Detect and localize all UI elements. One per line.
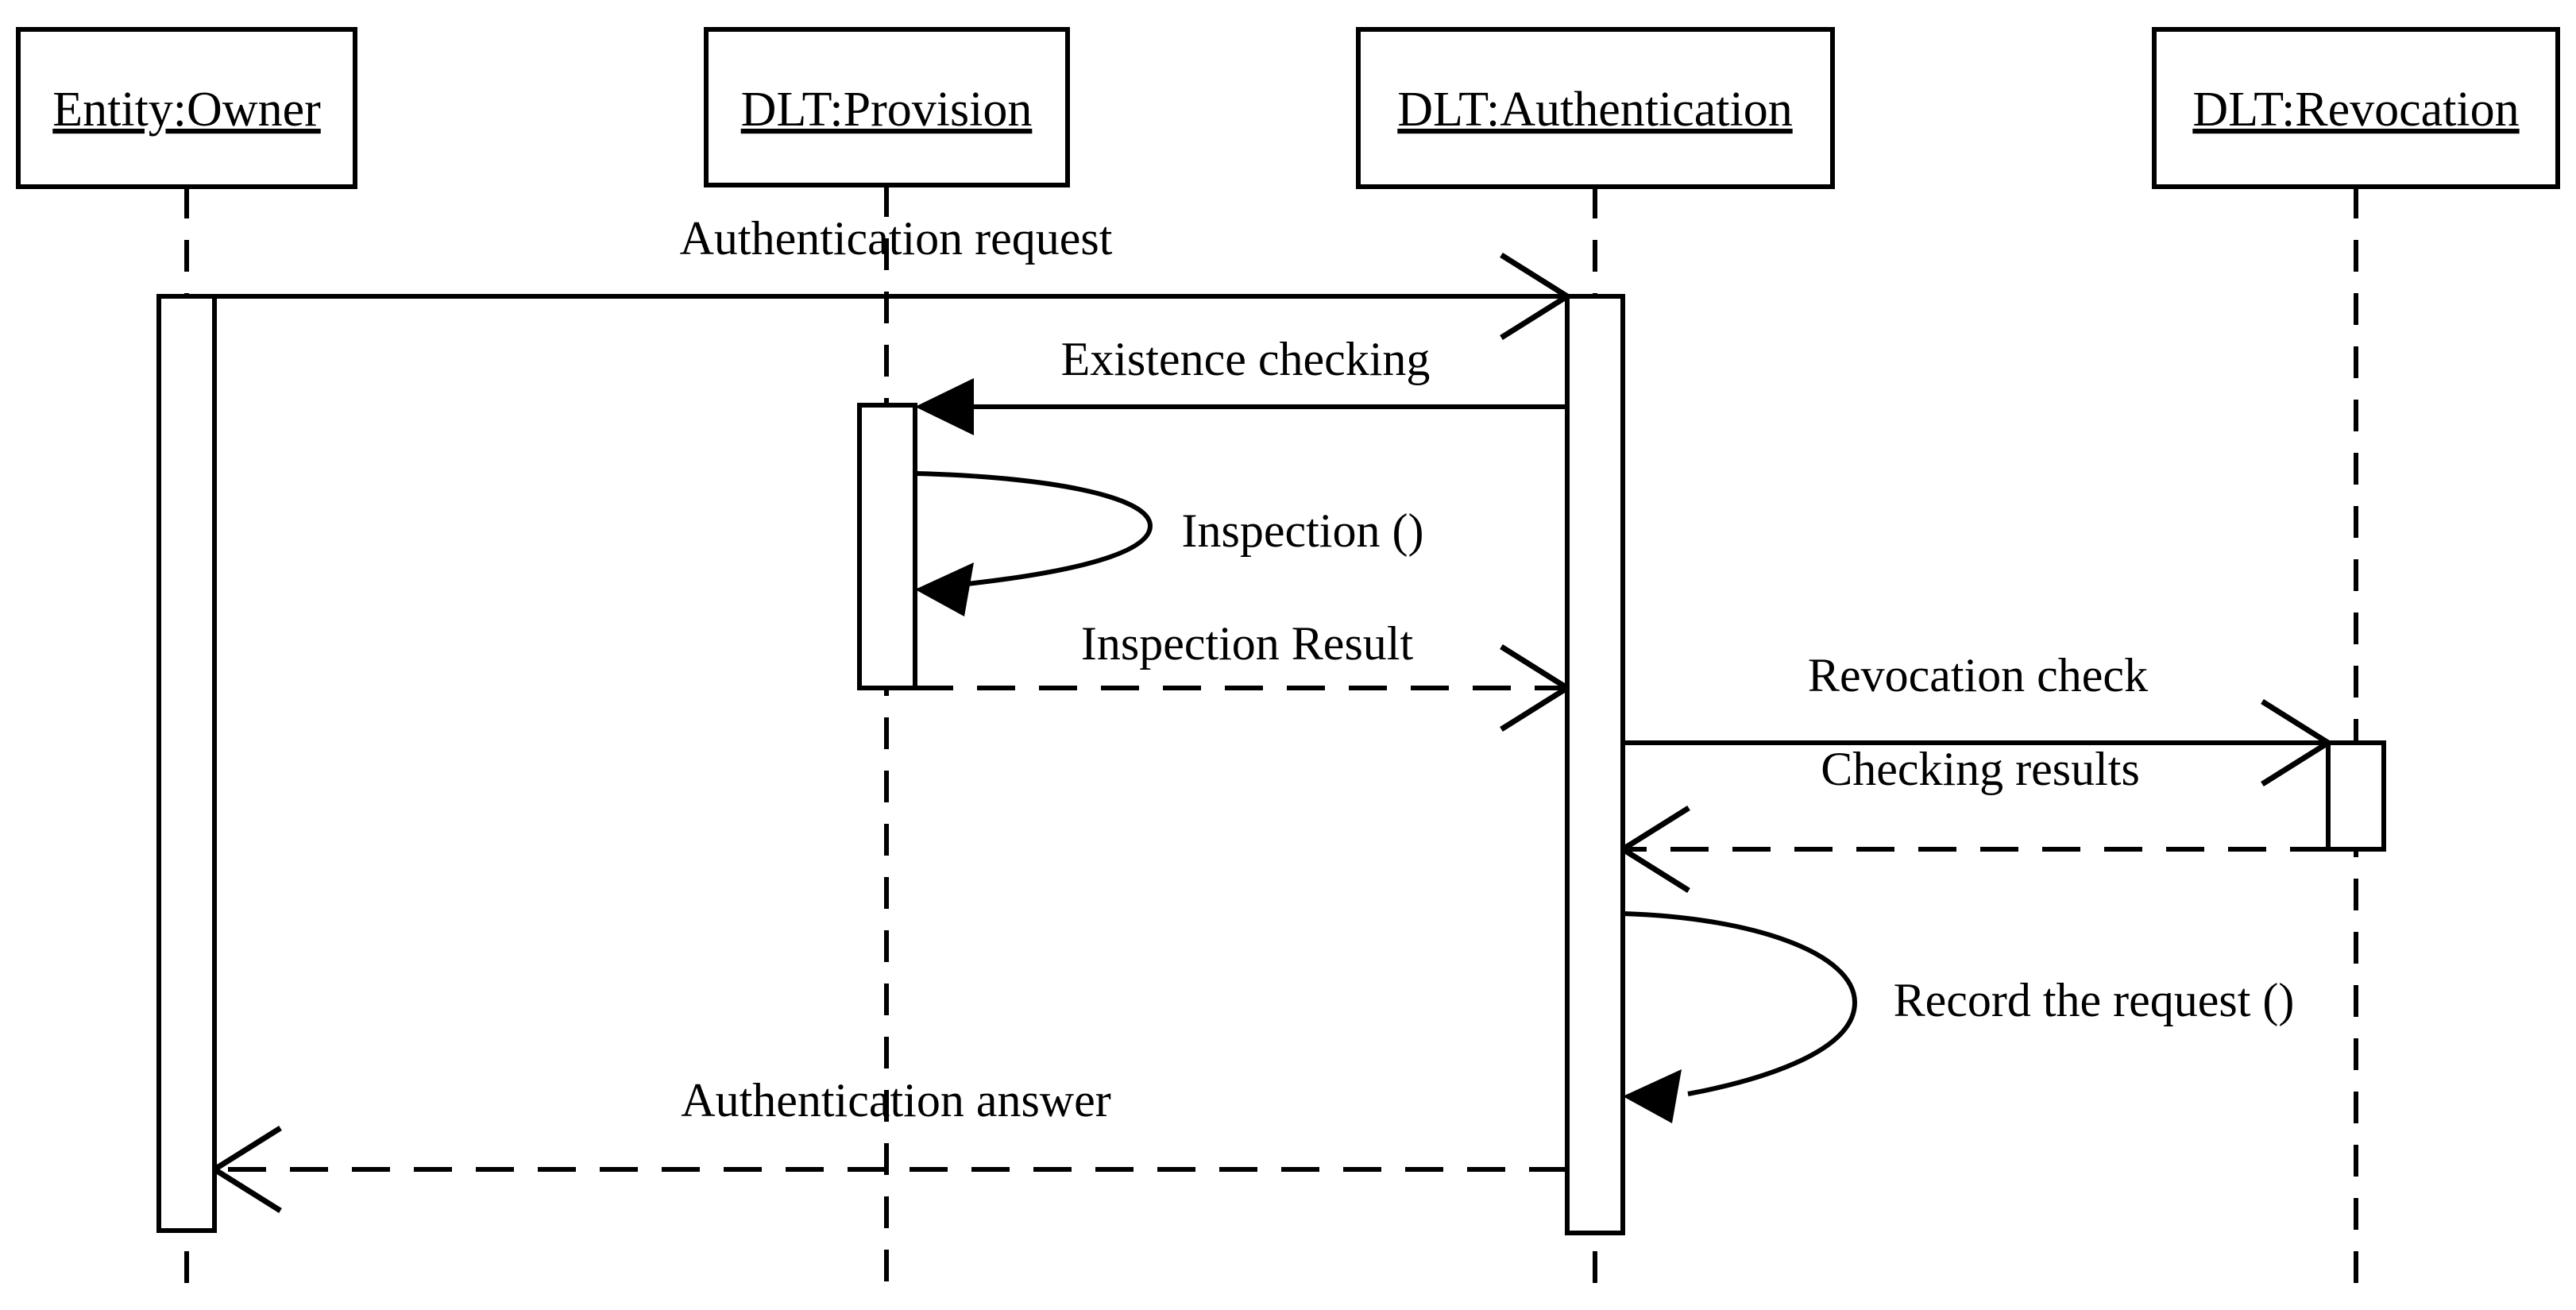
activation-bar-dlt-provision bbox=[857, 403, 917, 690]
message-label: Checking results bbox=[1821, 743, 2140, 795]
open-arrowhead-icon bbox=[2261, 699, 2330, 786]
head-label-dlt-provision: DLT:Provision bbox=[741, 83, 1033, 137]
activation-bar-entity-owner bbox=[156, 294, 217, 1233]
message-inspection-result: Inspection Result bbox=[915, 617, 1569, 732]
message-label: Authentication answer bbox=[681, 1074, 1111, 1126]
message-label: Existence checking bbox=[1061, 333, 1431, 385]
open-arrowhead-icon bbox=[1500, 644, 1569, 732]
filled-arrowhead-icon bbox=[1623, 1069, 1682, 1123]
message-revocation-check: Revocation check bbox=[1623, 649, 2330, 786]
filled-arrowhead-icon bbox=[915, 562, 974, 616]
message-existence-checking: Existence checking bbox=[915, 333, 1567, 435]
self-loop-line bbox=[914, 471, 1153, 589]
message-label: Inspection () bbox=[1182, 504, 1424, 557]
message-label: Revocation check bbox=[1808, 649, 2148, 701]
self-loop-line bbox=[1622, 911, 1858, 1096]
message-record-the-request-self-loop: Record the request () bbox=[1622, 911, 2295, 1123]
open-arrowhead-icon bbox=[1500, 253, 1569, 340]
lifeline-head-dlt-authentication: DLT:Authentication bbox=[1356, 27, 1835, 189]
open-arrowhead-icon bbox=[1621, 806, 1690, 893]
head-box-dlt-provision bbox=[704, 27, 1070, 187]
activation-bar-dlt-authentication bbox=[1565, 294, 1625, 1235]
message-authentication-answer: Authentication answer bbox=[213, 1074, 1567, 1213]
head-box-entity-owner bbox=[16, 27, 357, 189]
message-label: Inspection Result bbox=[1081, 617, 1414, 670]
lifeline-head-dlt-provision: DLT:Provision bbox=[704, 27, 1070, 187]
head-box-dlt-authentication bbox=[1356, 27, 1835, 189]
filled-arrowhead-icon bbox=[915, 378, 974, 435]
head-label-dlt-revocation: DLT:Revocation bbox=[2192, 83, 2519, 137]
message-checking-results: Checking results bbox=[1621, 743, 2328, 893]
lifeline-head-entity-owner: Entity:Owner bbox=[16, 27, 357, 189]
message-authentication-request: Authentication request bbox=[214, 212, 1569, 340]
open-arrowhead-icon bbox=[213, 1126, 282, 1213]
head-box-dlt-revocation bbox=[2152, 27, 2560, 189]
message-label: Record the request () bbox=[1894, 974, 2295, 1026]
lifeline-head-dlt-revocation: DLT:Revocation bbox=[2152, 27, 2560, 189]
message-label: Authentication request bbox=[680, 212, 1113, 265]
head-label-dlt-authentication: DLT:Authentication bbox=[1397, 83, 1792, 137]
head-label-entity-owner: Entity:Owner bbox=[52, 83, 321, 137]
activation-bar-dlt-revocation bbox=[2326, 740, 2386, 852]
message-inspection-self-loop: Inspection () bbox=[914, 471, 1424, 616]
